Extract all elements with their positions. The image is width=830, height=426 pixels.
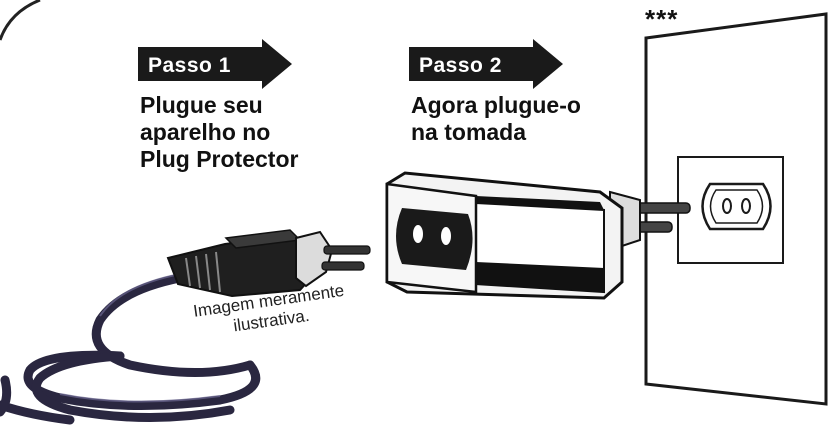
step2-instructions: Agora plugue-o na tomada: [411, 92, 581, 146]
corner-arc: [0, 0, 41, 41]
power-cord: [0, 273, 261, 425]
step1-instructions: Plugue seu aparelho no Plug Protector: [140, 92, 298, 173]
step1-badge: Passo 1: [138, 49, 288, 83]
step1-line: Plug Protector: [140, 146, 299, 172]
plug-protector-adapter: [385, 171, 624, 300]
step2-line: na tomada: [411, 119, 527, 145]
step1-line: aparelho no: [140, 119, 271, 145]
wall-mark: ***: [645, 4, 679, 34]
step2-arrow-shape: [409, 39, 563, 89]
step1-badge-label: Passo 1: [148, 54, 231, 77]
step2-line: Agora plugue-o: [411, 92, 581, 118]
wall-socket: [677, 156, 784, 264]
step2-badge-label: Passo 2: [419, 54, 502, 77]
device-plug: [166, 229, 371, 298]
step1-line: Plugue seu: [140, 92, 263, 118]
step2-badge: Passo 2: [409, 49, 559, 83]
step1-arrow-shape: [138, 39, 292, 89]
